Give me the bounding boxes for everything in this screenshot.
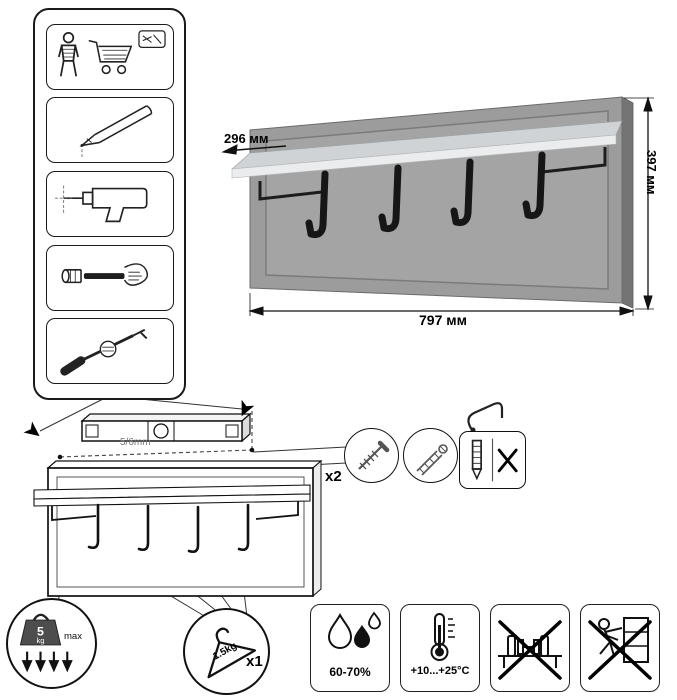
hook-4 — [522, 151, 546, 220]
no-heavy-objects-warning — [490, 604, 570, 692]
hook-3 — [450, 158, 474, 227]
no-other-anchor-icon — [471, 438, 518, 482]
thermometer-icon — [430, 613, 455, 661]
fastener-count-label: x2 — [325, 468, 342, 485]
wall-anchor-icon — [415, 443, 448, 476]
shelf-bracket-right — [541, 147, 607, 174]
rack-front-view — [33, 459, 323, 598]
tool-step-fasten — [45, 318, 174, 385]
fastener-callout-anchor — [403, 428, 458, 483]
no-climbing-icon — [588, 617, 652, 680]
wall-plug-icon — [60, 262, 148, 286]
hook-2 — [378, 164, 402, 233]
no-heavy-objects-icon — [498, 620, 562, 680]
wrong-fastener-warning — [459, 431, 526, 489]
mount-point-left — [57, 454, 63, 460]
mount-point-right — [249, 447, 255, 453]
dimension-width-label: 797 мм — [419, 312, 467, 328]
water-drops-icon — [327, 611, 381, 649]
width-dimension-arrow — [248, 293, 635, 316]
hook-fastener-icon — [467, 402, 504, 433]
product-render — [221, 96, 654, 316]
temperature-condition: +10...+25°C — [400, 604, 480, 692]
tool-step-drill — [45, 170, 174, 237]
assembly-view — [33, 411, 323, 598]
max-weight-icon: 5 kg max — [19, 613, 82, 673]
max-load-badge: 5 kg max — [6, 598, 97, 689]
height-dimension-arrow — [624, 96, 654, 311]
person-with-cart-icon — [57, 29, 166, 77]
depth-dimension-arrow — [221, 144, 287, 155]
temperature-value: +10...+25°C — [410, 665, 470, 677]
fastener-callout-screw — [344, 428, 399, 483]
shelf-front-edge — [231, 134, 617, 179]
max-weight-unit: kg — [36, 636, 44, 645]
screw-icon — [357, 440, 389, 470]
hook-1 — [305, 170, 329, 239]
per-hook-load-badge — [183, 608, 270, 695]
dimension-depth-label: 296 мм — [224, 131, 269, 146]
pencil-icon — [78, 105, 152, 158]
humidity-condition: 60-70% — [310, 604, 390, 692]
screwdriver-icon — [59, 329, 147, 376]
max-label: max — [64, 631, 82, 642]
down-arrows-icon — [21, 651, 73, 673]
tool-step-mark — [45, 97, 174, 164]
per-hook-count-label: x1 — [246, 653, 263, 670]
spirit-level-icon — [80, 412, 252, 443]
drill-diameter-label: 5/6mm — [120, 437, 151, 448]
shelf-bracket-left — [258, 181, 323, 201]
coat-hooks — [305, 151, 546, 239]
tools-panel — [33, 8, 186, 400]
no-climbing-warning — [580, 604, 660, 692]
tool-step-insert-plug — [45, 244, 174, 311]
drill-icon — [54, 185, 148, 223]
hanger-icon — [207, 627, 257, 679]
tool-step-purchase — [45, 23, 174, 90]
max-weight-value: 5 — [37, 624, 44, 638]
humidity-value: 60-70% — [329, 665, 371, 679]
panel-side-edge — [621, 96, 634, 309]
dimension-height-label: 397 мм — [644, 150, 659, 195]
